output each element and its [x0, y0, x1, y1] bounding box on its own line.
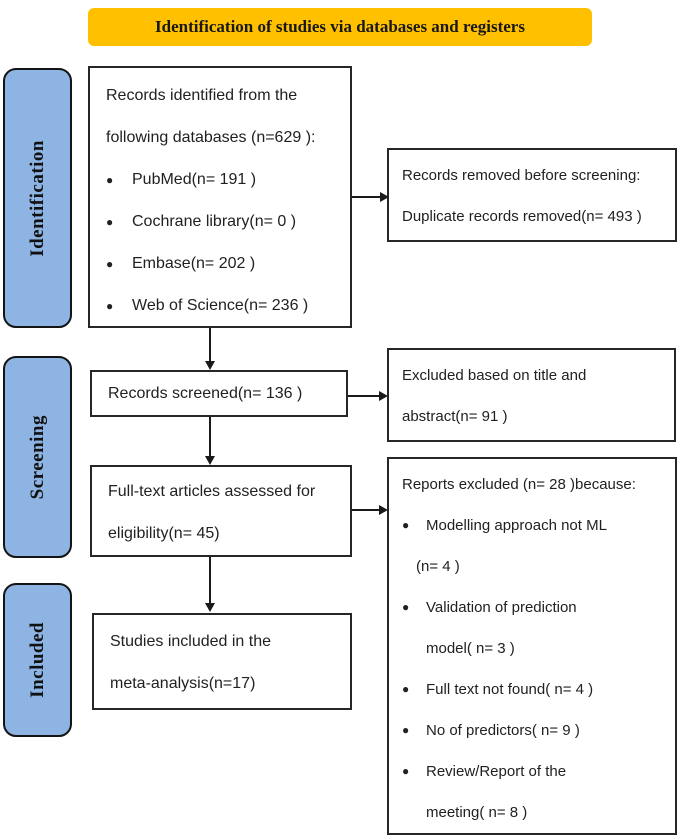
records-removed-box: Records removed before screening: Duplic… [387, 148, 677, 242]
bullet-icon: ● [106, 173, 114, 187]
bullet-icon: ● [106, 257, 114, 271]
box-text-line: Duplicate records removed(n= 493 ) [402, 208, 642, 225]
stage-label-text: Screening [26, 414, 48, 500]
bullet-icon: ● [402, 518, 410, 532]
box-text-line: meta-analysis(n=17) [110, 675, 256, 692]
excluded-title-abstract-box: Excluded based on title and abstract(n= … [387, 348, 676, 442]
box-text-line: Reports excluded (n= 28 )because: [402, 476, 636, 493]
list-item: ● Web of Science(n= 236 ) [106, 285, 340, 327]
stage-label-text: Included [26, 622, 48, 698]
reports-excluded-box: Reports excluded (n= 28 )because: ● Mode… [387, 457, 677, 835]
bullet-icon: ● [402, 723, 410, 737]
list-item-text: No of predictors( n= 9 ) [426, 722, 580, 739]
list-item: ● Cochrane library(n= 0 ) [106, 201, 340, 243]
box-text-line: Excluded based on title and [402, 367, 587, 384]
list-item-continuation: model( n= 3 ) [426, 640, 515, 657]
stage-label-included: Included [3, 583, 72, 737]
box-text-line: eligibility(n= 45) [108, 525, 220, 542]
box-text-line: Studies included in the [110, 633, 271, 650]
box-text-line: following databases (n=629 ): [106, 129, 316, 146]
records-screened-box: Records screened(n= 136 ) [90, 370, 348, 417]
list-item-text: Review/Report of the [426, 763, 567, 780]
bullet-icon: ● [106, 215, 114, 229]
list-item-text: PubMed(n= 191 ) [132, 171, 257, 188]
box-text-line: abstract(n= 91 ) [402, 408, 508, 425]
list-item-text: Validation of prediction [426, 599, 577, 616]
list-item: ● Modelling approach not ML [402, 505, 667, 546]
list-item: ● Embase(n= 202 ) [106, 243, 340, 285]
list-item: ● PubMed(n= 191 ) [106, 159, 340, 201]
diagram-title-banner: Identification of studies via databases … [88, 8, 592, 46]
list-item-text: Embase(n= 202 ) [132, 255, 256, 272]
bullet-icon: ● [402, 764, 410, 778]
list-item-continuation: meeting( n= 8 ) [426, 804, 528, 821]
list-item-continuation: (n= 4 ) [416, 558, 460, 575]
bullet-icon: ● [106, 299, 114, 313]
list-item: ● Review/Report of the [402, 751, 667, 792]
bullet-icon: ● [402, 600, 410, 614]
studies-included-box: Studies included in the meta-analysis(n=… [92, 613, 352, 710]
bullet-icon: ● [402, 682, 410, 696]
list-item: ● No of predictors( n= 9 ) [402, 710, 667, 751]
box-text-line: Records identified from the [106, 87, 298, 104]
diagram-title: Identification of studies via databases … [155, 17, 525, 36]
list-item-text: Full text not found( n= 4 ) [426, 681, 594, 698]
box-text-line: Full-text articles assessed for [108, 483, 316, 500]
list-item-text: Cochrane library(n= 0 ) [132, 213, 297, 230]
list-item: ● Validation of prediction [402, 587, 667, 628]
stage-label-text: Identification [26, 139, 48, 257]
fulltext-assessed-box: Full-text articles assessed for eligibil… [90, 465, 352, 557]
stage-label-identification: Identification [3, 68, 72, 328]
records-identified-box: Records identified from the following da… [88, 66, 352, 328]
stage-label-screening: Screening [3, 356, 72, 558]
box-text-line: Records removed before screening: [402, 167, 641, 184]
box-text-line: Records screened(n= 136 ) [108, 384, 303, 402]
list-item-text: Web of Science(n= 236 ) [132, 297, 309, 314]
list-item: ● Full text not found( n= 4 ) [402, 669, 667, 710]
list-item-text: Modelling approach not ML [426, 517, 607, 534]
